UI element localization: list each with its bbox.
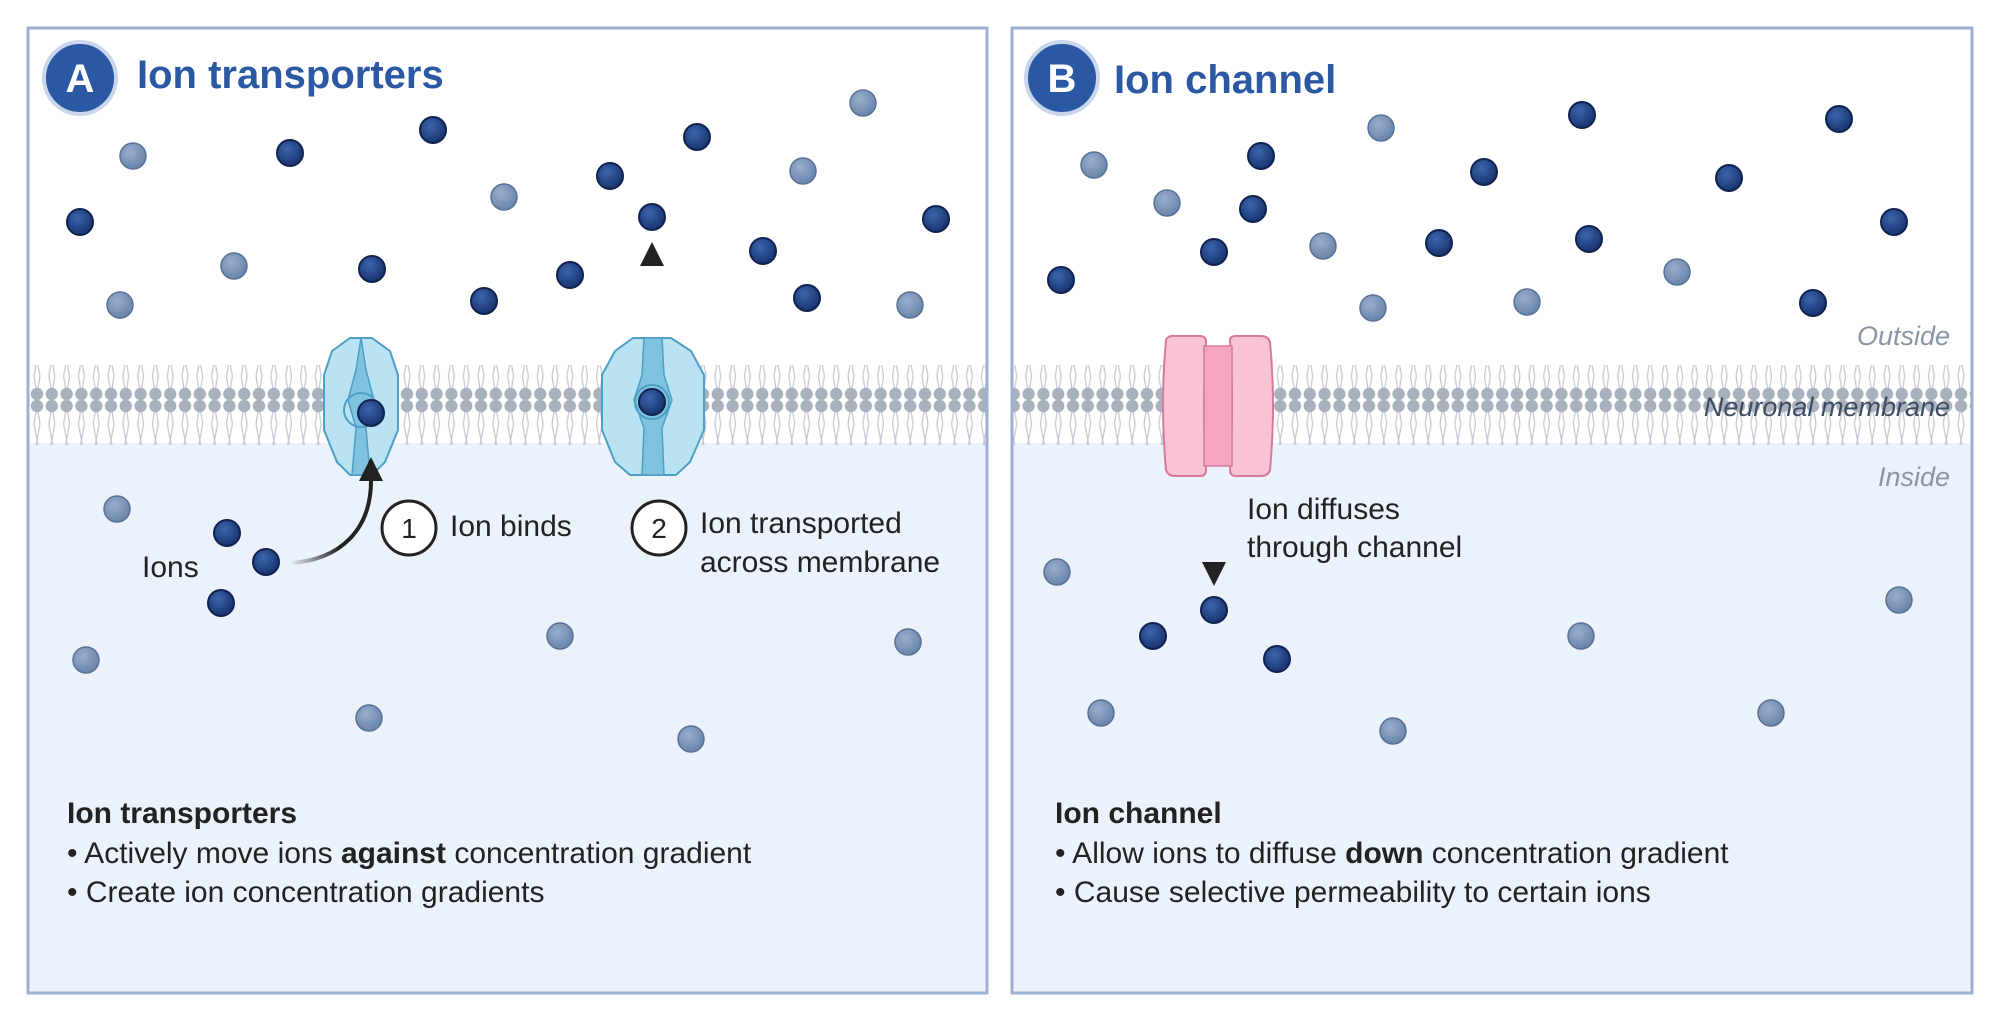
ion: [894, 628, 922, 656]
ion: [419, 116, 447, 144]
step-1-marker: [380, 499, 438, 557]
panel-b-badge-letter: B: [1048, 57, 1077, 101]
ion: [470, 287, 498, 315]
panel-a-summary-bullet-1: • Actively move ions against concentrati…: [67, 837, 752, 870]
ion: [1359, 294, 1387, 322]
step-2-label-line2: across membrane: [700, 546, 940, 579]
ion: [1425, 229, 1453, 257]
panel-b-summary-bullet-2: • Cause selective permeability to certai…: [1055, 876, 1651, 909]
panel-a-inside-region: [28, 443, 987, 993]
ion: [596, 162, 624, 190]
panel-a-summary-bullet-2: • Create ion concentration gradients: [67, 876, 544, 909]
ion: [72, 646, 100, 674]
ion: [1567, 622, 1595, 650]
step-2-number: 2: [651, 513, 667, 544]
panel-a-membrane: [28, 365, 987, 445]
ion: [683, 123, 711, 151]
outside-label: Outside: [1857, 321, 1950, 351]
ion: [556, 261, 584, 289]
ion: [1239, 195, 1267, 223]
panel-b-ions: [1043, 101, 1913, 745]
ion: [1263, 645, 1291, 673]
ion: [1663, 258, 1691, 286]
ions-label: Ions: [142, 551, 199, 584]
panel-b-badge: [1024, 40, 1100, 116]
ion: [1309, 232, 1337, 260]
panel-a-title: Ion transporters: [137, 53, 444, 97]
diffuse-label-line1: Ion diffuses: [1247, 493, 1400, 526]
panel-b: B Ion channel Outside Neuronal membrane …: [1010, 26, 1974, 995]
ion: [1043, 558, 1071, 586]
panel-a-badge-letter: A: [66, 57, 95, 101]
ion: [1087, 699, 1115, 727]
panel-a: A Ion transporters Ions 1 Ion binds 2: [26, 26, 989, 995]
ion: [1885, 586, 1913, 614]
ion: [207, 589, 235, 617]
ion: [546, 622, 574, 650]
panel-a-ions: [66, 89, 950, 753]
panel-b-inside-region: [1012, 443, 1972, 993]
ion: [213, 519, 241, 547]
panel-a-border: [26, 26, 989, 995]
ion-channel: [1162, 334, 1274, 477]
ion-in-transporter: [638, 388, 666, 416]
ion: [896, 291, 924, 319]
ion: [220, 252, 248, 280]
ion: [1568, 101, 1596, 129]
ion: [490, 183, 518, 211]
ion-bound: [357, 399, 385, 427]
panel-b-title: Ion channel: [1114, 58, 1336, 102]
ion: [276, 139, 304, 167]
ion: [1513, 288, 1541, 316]
ion: [1247, 142, 1275, 170]
ion: [355, 704, 383, 732]
ion: [106, 291, 134, 319]
panel-b-border: [1010, 26, 1974, 995]
membrane-label: Neuronal membrane: [1704, 392, 1950, 422]
ion: [749, 237, 777, 265]
step-1-label: Ion binds: [450, 510, 572, 543]
inside-label: Inside: [1878, 462, 1950, 492]
step-2-label-line1: Ion transported: [700, 507, 902, 540]
panel-a-badge: [42, 40, 118, 116]
ion: [1379, 717, 1407, 745]
ion: [789, 157, 817, 185]
ion: [1575, 225, 1603, 253]
ion: [1153, 189, 1181, 217]
ion: [119, 142, 147, 170]
ion: [1470, 158, 1498, 186]
transport-arrowhead: [640, 242, 664, 266]
ion: [1825, 105, 1853, 133]
ion: [1139, 622, 1167, 650]
ion: [1880, 208, 1908, 236]
diffusion-arrowhead: [1202, 562, 1226, 586]
panel-b-summary-bullet-1: • Allow ions to diffuse down concentrati…: [1055, 837, 1729, 870]
ion: [1200, 596, 1228, 624]
ion: [677, 725, 705, 753]
ion: [1080, 151, 1108, 179]
ion: [793, 284, 821, 312]
ion: [103, 495, 131, 523]
ion: [1367, 114, 1395, 142]
ion-binding-arrow: [289, 477, 374, 565]
diffuse-label-line2: through channel: [1247, 531, 1462, 564]
ion: [358, 255, 386, 283]
ion: [638, 203, 666, 231]
step-1-number: 1: [401, 513, 417, 544]
ion: [922, 205, 950, 233]
ion: [1047, 266, 1075, 294]
panel-b-summary-heading: Ion channel: [1055, 797, 1222, 830]
panel-a-summary-heading: Ion transporters: [67, 797, 297, 830]
ion: [252, 548, 280, 576]
ion: [1799, 289, 1827, 317]
ion: [66, 208, 94, 236]
step-2-marker: [630, 499, 688, 557]
ion: [1757, 699, 1785, 727]
ion: [1715, 164, 1743, 192]
ion: [849, 89, 877, 117]
ion-binding-arrowhead: [359, 457, 383, 481]
